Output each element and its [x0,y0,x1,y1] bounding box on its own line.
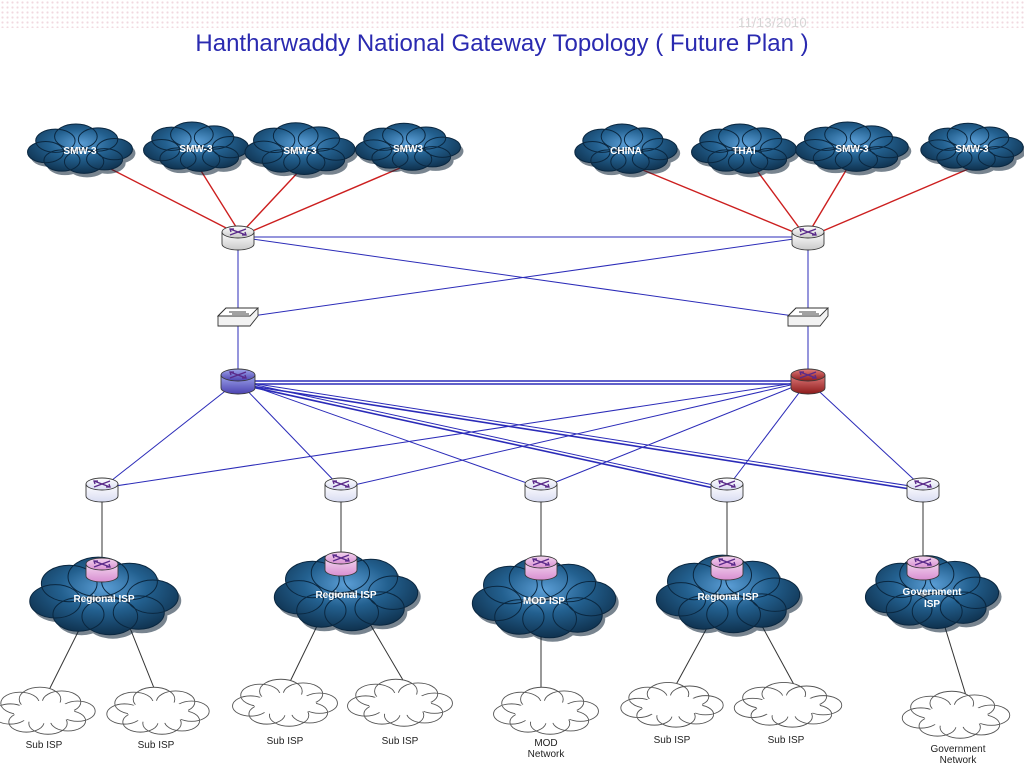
sub-network-cloud [493,686,599,735]
backbone-links [237,236,809,381]
distribution-links [101,380,924,489]
isp-router-icon [324,551,358,577]
heavy-links [237,383,924,492]
gateway-router-icon [221,225,255,251]
link [237,380,342,489]
distribution-router-icon [85,477,119,503]
link [129,627,159,699]
link [237,380,728,489]
link [810,166,849,230]
top-cloud: SMW-3 [143,121,252,176]
isp-router-icon [85,557,119,583]
sub-network-cloud [733,682,843,728]
links [44,165,974,703]
slide-title: Hantharwaddy National Gateway Topology (… [195,30,809,57]
sub-network-label: Sub ISP [768,735,805,746]
slide-date: 11/13/2010 [738,15,808,30]
link [340,380,809,489]
top-cloud: SMW-3 [27,123,136,178]
link [44,627,81,699]
isp-cloud-label: MOD ISP [523,596,566,607]
top-band-dots [0,0,1024,28]
upstream-links [104,165,974,234]
link [754,167,801,230]
link [237,380,924,489]
distribution-router-icon [710,477,744,503]
isp-cloud-label: Regional ISP [697,592,758,603]
isp-cloud: Regional ISP [273,552,421,635]
isp-cloud: MOD ISP [471,557,619,642]
link [237,383,924,492]
link [817,166,974,234]
top-cloud-label: SMW-3 [179,144,213,155]
sub-network-cloud [347,678,453,727]
isp-router-icon [710,555,744,581]
core-links [238,380,808,385]
link [101,380,809,489]
link [943,623,969,703]
isp-cloud: Regional ISP [655,554,803,637]
link [637,167,797,234]
top-cloud-label: SMW-3 [283,146,317,157]
top-band [0,0,1024,28]
nodes: SMW-3 SMW-3 SMW-3 SMW3 CHINA THAI SMW-3 SMW-3Re… [0,121,1024,739]
top-cloud-label: SMW-3 [955,144,989,155]
top-cloud: SMW-3 [920,122,1024,175]
isp-router-icon [906,555,940,581]
sub-network-label: Sub ISP [138,740,175,751]
sub-network-cloud [901,690,1011,739]
isp-cloud: Regional ISP [29,556,182,639]
link [237,383,728,492]
core-router-icon [790,368,826,395]
top-cloud: SMW-3 [244,122,359,179]
top-cloud: CHINA [574,123,681,178]
gateway-router-icon [791,225,825,251]
sub-network-label: Sub ISP [382,736,419,747]
top-cloud-label: SMW-3 [835,144,869,155]
distribution-router-icon [524,477,558,503]
switch-icon [786,307,830,327]
link [101,380,239,489]
sub-network-label: Sub ISP [26,740,63,751]
link [726,380,809,489]
top-cloud: SMW3 [355,122,464,175]
top-cloud-label: SMW-3 [63,146,97,157]
link [761,625,799,693]
top-cloud-label: SMW3 [393,144,423,155]
sub-network-label: Sub ISP [267,736,304,747]
sub-network-label: Sub ISP [654,735,691,746]
link [104,165,235,233]
top-cloud: THAI [691,123,800,178]
sub-network-cloud [232,678,338,727]
link [540,380,809,489]
top-cloud: SMW-3 [795,121,912,176]
top-cloud-label: THAI [732,146,756,157]
access-links [44,500,969,703]
link [243,167,303,231]
sub-network-cloud [0,686,96,735]
link [249,167,401,233]
sub-network-cloud [620,682,724,728]
core-router-icon [220,368,256,395]
link [237,380,542,489]
isp-router-icon [524,555,558,581]
switch-icon [216,307,260,327]
top-cloud-label: CHINA [610,146,642,157]
link [197,165,239,231]
link [671,625,709,693]
distribution-router-icon [906,477,940,503]
isp-cloud-label: Regional ISP [315,590,376,601]
isp-cloud-label: Regional ISP [73,594,134,605]
link [807,380,924,489]
sub-network-cloud [106,686,210,735]
distribution-router-icon [324,477,358,503]
link [237,236,809,319]
